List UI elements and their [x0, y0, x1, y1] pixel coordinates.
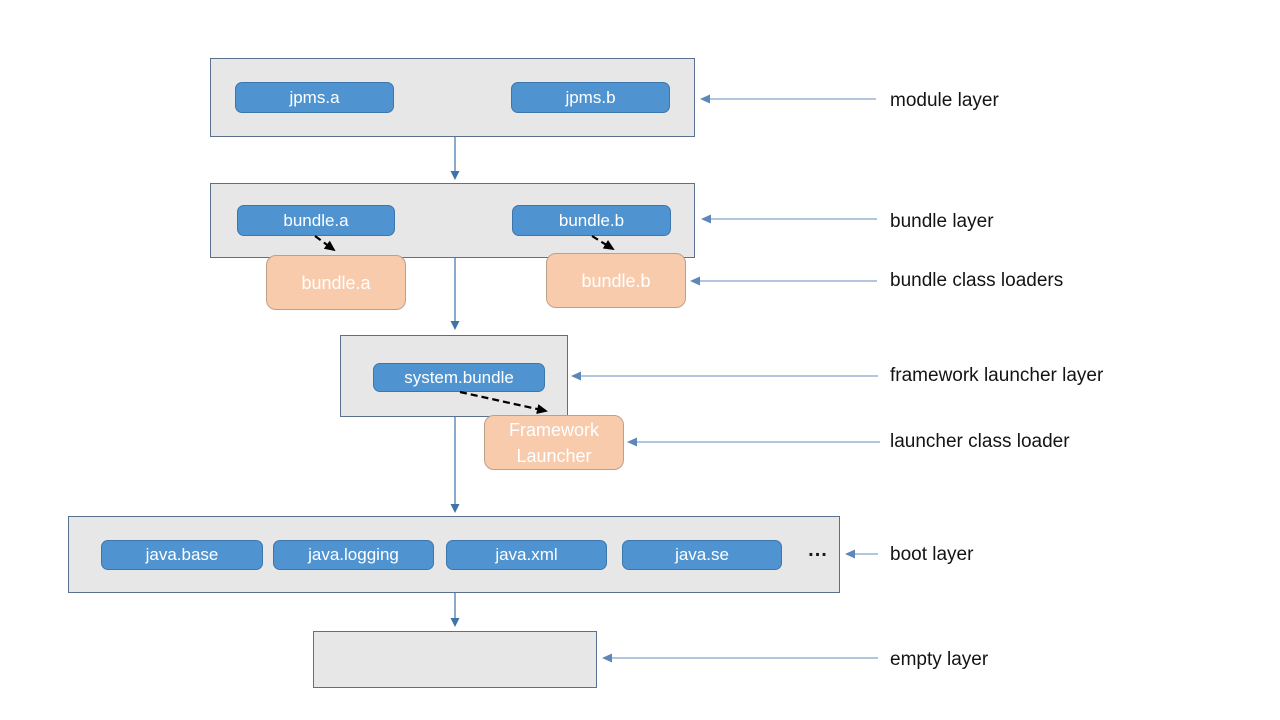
module-label: java.logging	[308, 545, 399, 564]
more-modules-ellipsis: ...	[808, 539, 828, 561]
empty-layer-box	[313, 631, 597, 688]
annotation-bundle-class-loaders: bundle class loaders	[890, 270, 1064, 291]
module-label: jpms.a	[289, 87, 340, 107]
class-loader-box-bundle-b: bundle.b	[546, 253, 686, 308]
annotation-launcher-class-loader: launcher class loader	[890, 431, 1070, 452]
module-box-system-bundle: system.bundle	[373, 363, 545, 392]
module-label: java.se	[675, 545, 729, 564]
class-loader-label: Framework Launcher	[508, 419, 599, 466]
class-loader-box-framework-launcher: Framework Launcher	[484, 415, 624, 470]
annotation-module-layer: module layer	[890, 90, 999, 111]
bundle-layer-box: bundle.a bundle.b	[210, 183, 695, 258]
bundle-box-bundle-b: bundle.b	[512, 205, 671, 236]
annotation-boot-layer: boot layer	[890, 544, 974, 565]
annotation-bundle-layer: bundle layer	[890, 211, 994, 232]
module-label: jpms.b	[565, 87, 616, 107]
module-layer-box: jpms.a jpms.b	[210, 58, 695, 137]
framework-launcher-layer-box: system.bundle	[340, 335, 568, 417]
bundle-box-bundle-a: bundle.a	[237, 205, 395, 236]
module-box-jpms-b: jpms.b	[511, 82, 670, 113]
boot-layer-box: java.base java.logging java.xml java.se	[68, 516, 840, 593]
module-box-java-se: java.se	[622, 540, 782, 570]
module-box-java-logging: java.logging	[273, 540, 434, 570]
module-label: system.bundle	[404, 367, 514, 387]
module-label: java.base	[145, 545, 219, 564]
module-label: java.xml	[495, 545, 558, 564]
class-loader-box-bundle-a: bundle.a	[266, 255, 406, 310]
class-loader-label: bundle.a	[301, 272, 371, 293]
annotation-framework-launcher-layer: framework launcher layer	[890, 365, 1104, 386]
bundle-label: bundle.a	[283, 210, 349, 230]
annotation-empty-layer: empty layer	[890, 649, 989, 670]
bundle-label: bundle.b	[558, 210, 625, 230]
class-loader-label: bundle.b	[581, 270, 651, 291]
module-box-java-xml: java.xml	[446, 540, 607, 570]
module-box-java-base: java.base	[101, 540, 263, 570]
module-box-jpms-a: jpms.a	[235, 82, 394, 113]
